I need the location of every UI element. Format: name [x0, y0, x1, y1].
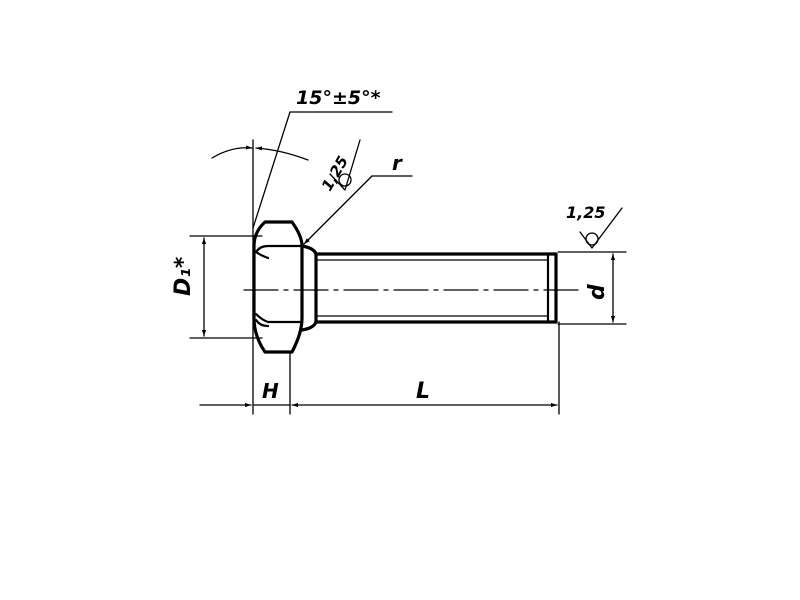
across-flats-label: D₁*	[171, 256, 196, 296]
radius-label: r	[392, 151, 403, 175]
bolt-head	[252, 220, 304, 354]
head-height-label: H	[262, 379, 279, 403]
roughness-symbol-end	[579, 207, 623, 249]
diameter-label: d	[585, 284, 610, 300]
radius-leader	[303, 175, 413, 245]
roughness-symbol-head	[329, 139, 361, 191]
angle-label: 15°±5°*	[296, 87, 381, 109]
length-label: L	[416, 379, 430, 404]
extension-lines	[189, 139, 627, 415]
angle-dimension	[211, 111, 393, 229]
roughness-end-label: 1,25	[566, 203, 605, 222]
roughness-head-label: 1,25	[318, 153, 352, 194]
bolt-shank	[300, 244, 558, 332]
